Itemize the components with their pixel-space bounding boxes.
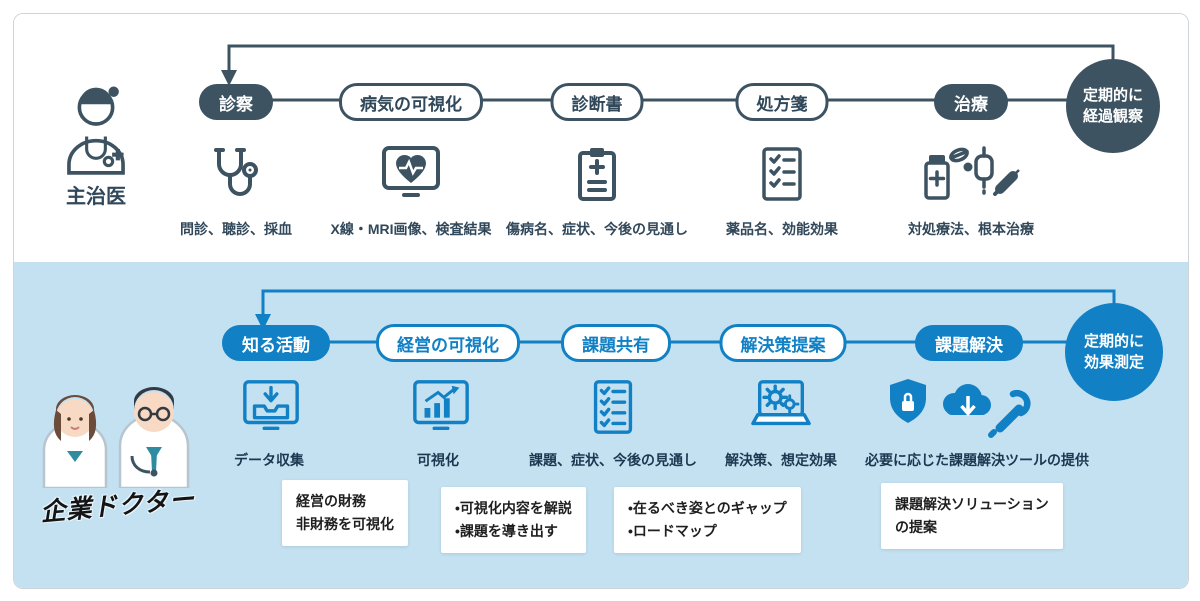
infographic-frame: 主治医 診察 病気の可視化 診断書 処方箋 治療 定期的に 経過観察	[13, 13, 1189, 589]
step-pill-kadai-kyoyu: 課題共有	[561, 324, 671, 362]
loop-arrowhead-blue	[255, 314, 271, 330]
medical-loop-circle: 定期的に 経過観察	[1066, 59, 1160, 153]
step-pill-shinsatsu: 診察	[199, 84, 273, 120]
checklist-icon	[582, 376, 644, 443]
laptop-gears-icon	[750, 376, 812, 443]
woman-figure	[42, 395, 108, 490]
note-box-2: •在るべき姿とのギャップ •ロードマップ	[614, 487, 801, 554]
checklist-icon	[750, 142, 814, 211]
business-caption-2: 課題、症状、今後の見通し	[529, 452, 697, 468]
shield-cloud-wrench-icon	[882, 374, 1040, 443]
step-pill-chiryo: 治療	[934, 84, 1008, 120]
medical-caption-0: 問診、聴診、採血	[180, 221, 292, 237]
medical-caption-1: X線・MRI画像、検査結果	[330, 221, 492, 237]
business-loop-circle: 定期的に 効果測定	[1065, 303, 1163, 401]
chart-monitor-icon	[410, 376, 472, 443]
note-box-3: 課題解決ソリューション の提案	[881, 483, 1063, 550]
business-caption-0: データ収集	[234, 452, 304, 468]
clipboard-plus-icon	[565, 142, 629, 211]
data-collect-icon	[240, 376, 302, 443]
doctor-icon	[55, 72, 137, 181]
step-pill-keiei-kashika: 経営の可視化	[376, 324, 520, 362]
loop-arrowhead-dark	[221, 70, 237, 86]
medicine-icon	[921, 142, 1021, 211]
stethoscope-icon	[204, 142, 268, 211]
business-doctors-illustration	[28, 306, 218, 493]
monitor-heart-icon	[379, 142, 443, 211]
step-pill-shohosen: 処方箋	[735, 83, 829, 121]
step-pill-kaiketsu-teian: 解決策提案	[719, 324, 847, 362]
medical-actor-label: 主治医	[66, 186, 126, 208]
medical-caption-2: 傷病名、症状、今後の見通し	[506, 221, 688, 237]
step-pill-shindansho: 診断書	[550, 83, 644, 121]
step-pill-kadai-kaiketsu: 課題解決	[915, 325, 1023, 361]
note-box-0: 経営の財務 非財務を可視化	[282, 480, 408, 547]
note-box-1: •可視化内容を解説 •課題を導き出す	[441, 487, 586, 554]
step-pill-byoki-kashika: 病気の可視化	[339, 83, 483, 121]
business-caption-4: 必要に応じた課題解決ツールの提供	[865, 452, 1089, 468]
business-caption-1: 可視化	[417, 452, 459, 468]
business-caption-3: 解決策、想定効果	[725, 452, 837, 468]
man-figure	[118, 387, 190, 490]
medical-flow-panel	[14, 14, 1188, 262]
medical-caption-4: 対処療法、根本治療	[908, 221, 1034, 237]
step-pill-shiru-katsudo: 知る活動	[222, 325, 330, 361]
medical-caption-3: 薬品名、効能効果	[726, 221, 838, 237]
